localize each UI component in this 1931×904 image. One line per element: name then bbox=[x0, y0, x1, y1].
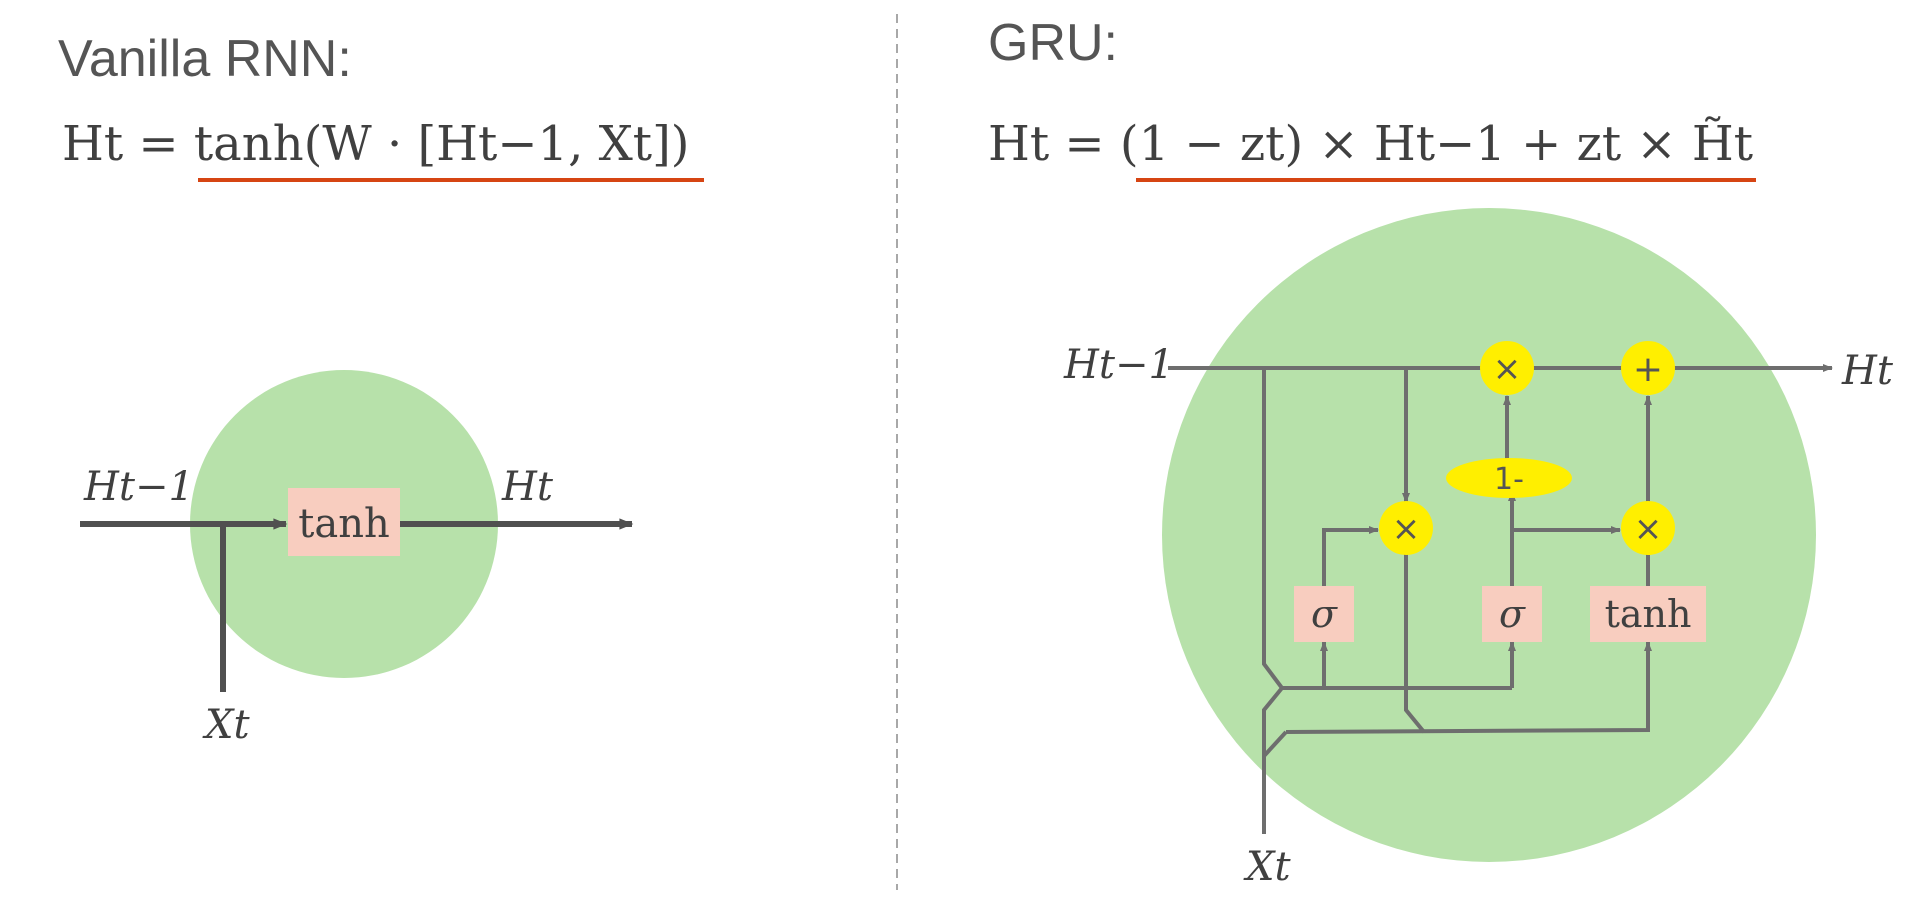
gru-x-path-lower bbox=[1262, 730, 1288, 758]
gru-add-node bbox=[1621, 341, 1675, 395]
rnn-tanh-box bbox=[288, 488, 400, 556]
rnn-input-label: Ht−1 bbox=[83, 464, 194, 510]
gru-mult-right-node bbox=[1621, 501, 1675, 555]
gru-mult-top-label: × bbox=[1493, 349, 1522, 389]
gru-one-minus-node bbox=[1446, 458, 1572, 498]
gru-mult-top-node bbox=[1480, 341, 1534, 395]
gru-panel: GRU: Ht = (1 − zt) × Ht−1 + zt × H̃t bbox=[988, 14, 1894, 890]
gru-add-label: + bbox=[1633, 349, 1663, 390]
gru-wires bbox=[1168, 364, 1833, 834]
gru-equation: Ht = (1 − zt) × Ht−1 + zt × H̃t bbox=[988, 114, 1753, 172]
gru-one-minus-label: 1- bbox=[1494, 462, 1524, 497]
gru-reset-product bbox=[1404, 554, 1426, 734]
gru-sigma1-box bbox=[1294, 586, 1354, 642]
rnn-tanh-label: tanh bbox=[298, 501, 389, 547]
gru-tanh-label: tanh bbox=[1605, 592, 1692, 636]
vanilla-rnn-panel: Vanilla RNN: Ht = tanh(W · [Ht−1, Xt]) t… bbox=[58, 30, 704, 748]
gru-cell bbox=[1162, 208, 1816, 862]
gru-mult-right-label: × bbox=[1634, 509, 1663, 549]
gru-sigma2-label: σ bbox=[1499, 592, 1526, 636]
vanilla-rnn-title: Vanilla RNN: bbox=[58, 30, 352, 88]
rnn-output-label: Ht bbox=[501, 464, 554, 510]
gru-tanh-bus bbox=[1285, 641, 1652, 734]
gru-sigma1-label: σ bbox=[1311, 592, 1338, 636]
gru-sigma1-to-mult bbox=[1322, 526, 1379, 586]
gru-mult-left-node bbox=[1379, 501, 1433, 555]
gru-tanh-box bbox=[1590, 586, 1706, 642]
gru-sigma2-box bbox=[1482, 586, 1542, 642]
gru-title: GRU: bbox=[988, 14, 1118, 72]
gru-mult-left-label: × bbox=[1392, 509, 1421, 549]
gru-output-label: Ht bbox=[1841, 348, 1894, 394]
gru-x-label: Xt bbox=[1243, 844, 1291, 890]
vanilla-rnn-equation: Ht = tanh(W · [Ht−1, Xt]) bbox=[62, 116, 690, 172]
gru-x-path-upper bbox=[1262, 686, 1284, 834]
gru-hidden-branch-left bbox=[1262, 368, 1284, 690]
gru-input-label: Ht−1 bbox=[1063, 342, 1174, 388]
rnn-x-label: Xt bbox=[202, 702, 250, 748]
